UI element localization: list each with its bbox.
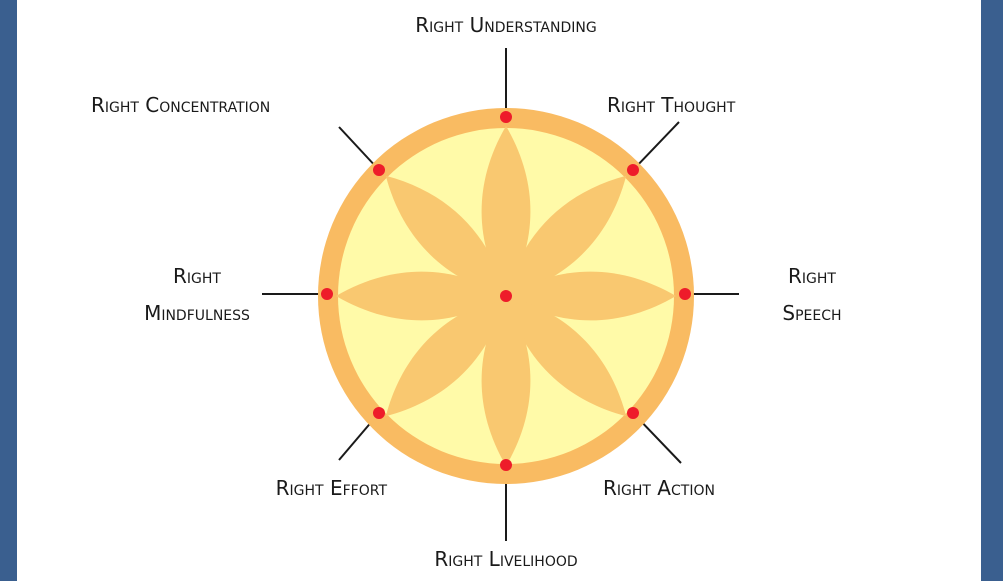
petal-180 (481, 296, 531, 466)
label-speech-line2: Speech (782, 301, 841, 325)
label-thought: Right Thought (607, 93, 736, 117)
label-speech-line1: Right (788, 264, 836, 288)
petal-90 (506, 271, 676, 321)
label-concentration: Right Concentration (91, 93, 270, 117)
dot-effort (373, 407, 385, 419)
dot-understanding (500, 111, 512, 123)
red-dots (321, 111, 691, 471)
label-mindfulness-line2: Mindfulness (144, 301, 250, 325)
label-mindfulness-line1: Right (173, 264, 221, 288)
petal-135 (506, 296, 627, 417)
dot-thought (627, 164, 639, 176)
dot-concentration (373, 164, 385, 176)
label-effort: Right Effort (276, 476, 388, 500)
dot-center (500, 290, 512, 302)
line-concentration (338, 126, 380, 171)
petal-270 (336, 271, 506, 321)
label-livelihood: Right Livelihood (434, 547, 577, 571)
dot-action (627, 407, 639, 419)
eightfold-path-wheel: Right Understanding Right Thought Right … (91, 13, 842, 571)
petal-315 (385, 175, 506, 296)
petal-225 (385, 296, 506, 417)
petal-0 (481, 126, 531, 296)
label-action: Right Action (603, 476, 715, 500)
dot-livelihood (500, 459, 512, 471)
dot-speech (679, 288, 691, 300)
lotus-petals (336, 126, 676, 466)
diagram-panel: Right Understanding Right Thought Right … (17, 0, 981, 581)
label-understanding: Right Understanding (415, 13, 596, 37)
petal-45 (506, 175, 627, 296)
line-thought (632, 121, 680, 171)
dot-mindfulness (321, 288, 333, 300)
